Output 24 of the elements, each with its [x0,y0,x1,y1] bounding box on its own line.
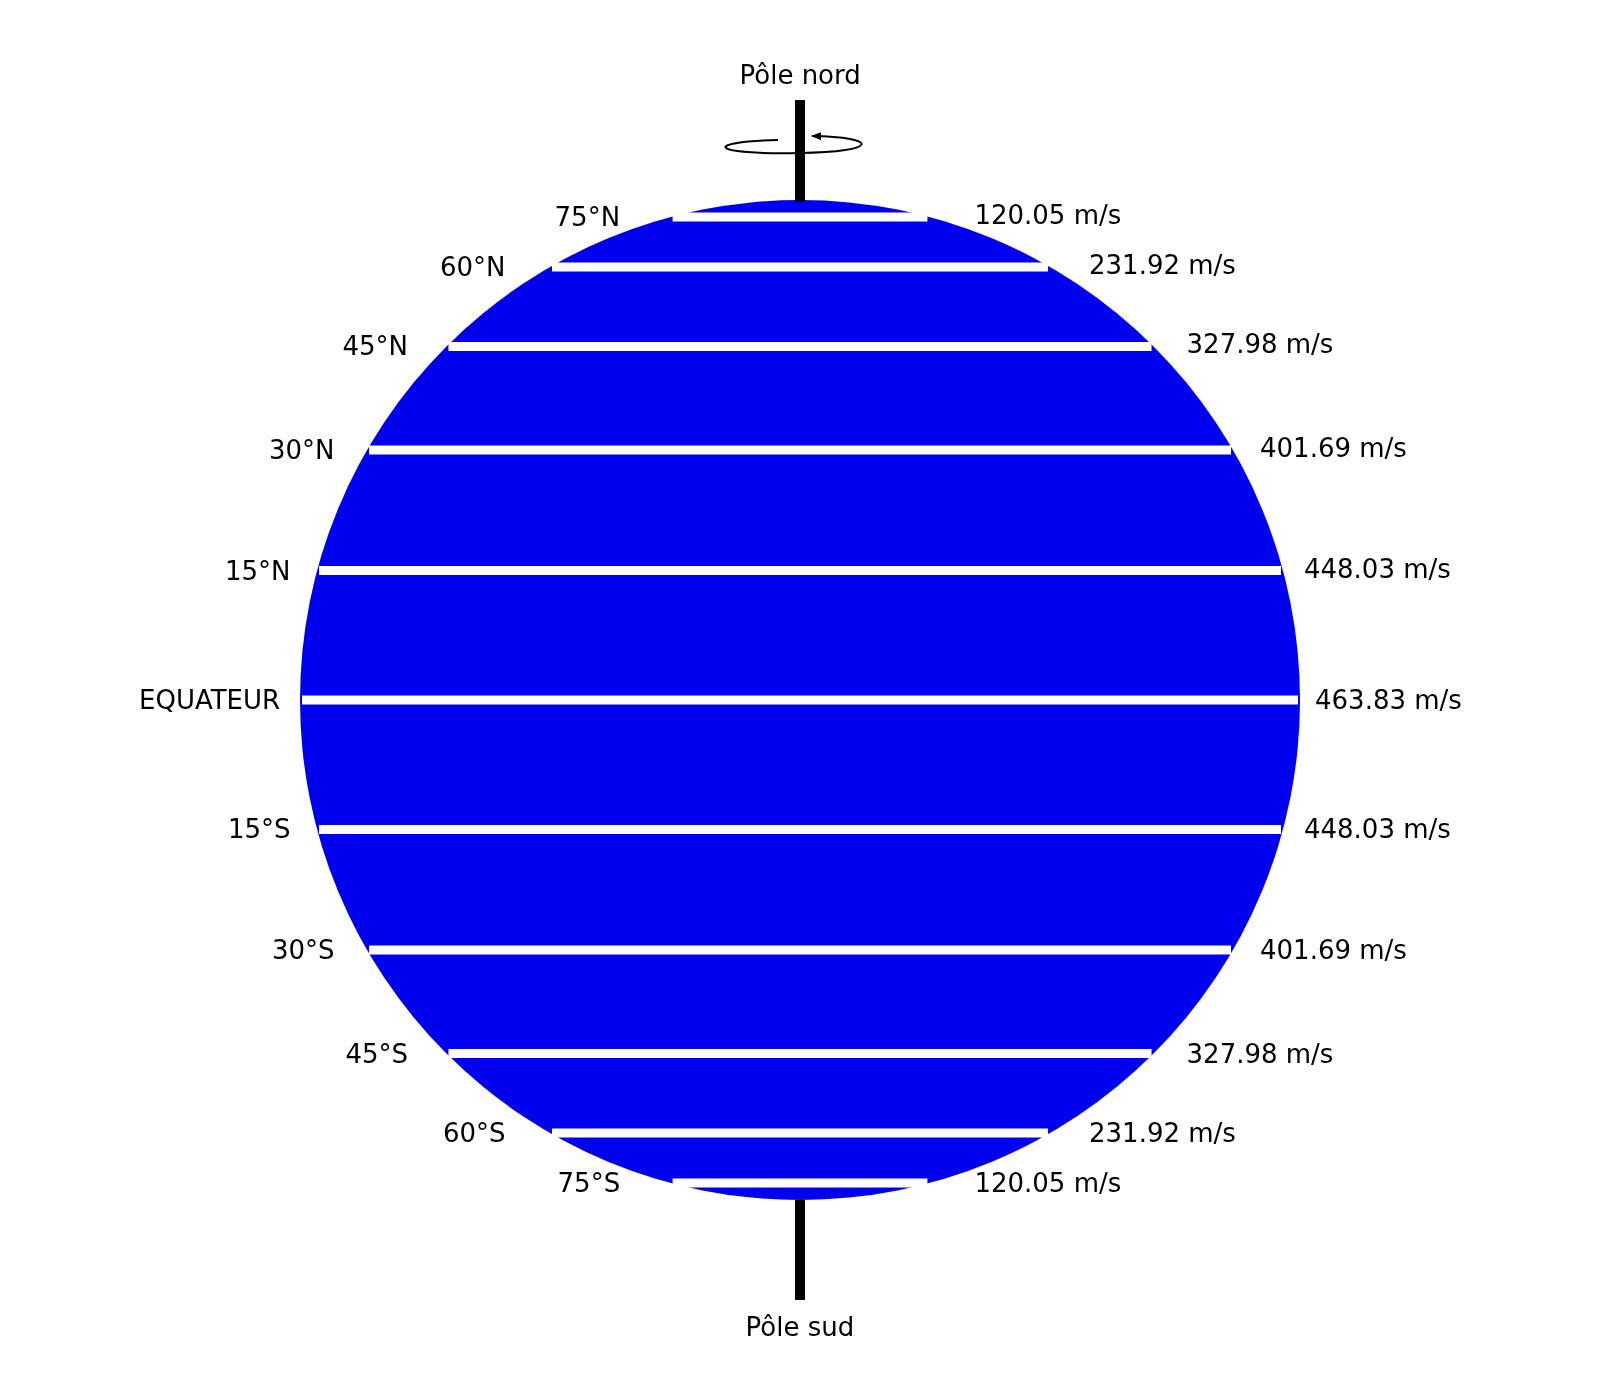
pole-label: Pôle sud [745,1312,855,1342]
speed-label: 463.83 m/s [1315,685,1462,715]
speed-label: 401.69 m/s [1260,433,1407,463]
latitude-label: 60°N [440,252,506,282]
latitude-label: 45°N [342,331,408,362]
speed-label: 401.69 m/s [1260,935,1407,965]
speed-label: 120.05 m/s [974,1167,1122,1198]
speed-label: 327.98 m/s [1186,1038,1334,1069]
latitude-label: 60°S [443,1118,506,1148]
latitude-label: 15°S [228,814,291,845]
latitude-label: 45°S [345,1038,409,1069]
latitude-label: 30°N [269,435,335,465]
speed-label: 231.92 m/s [1089,1118,1236,1148]
latitude-label: 75°N [554,202,621,233]
speed-label: 448.03 m/s [1303,814,1451,845]
latitude-label: 75°S [557,1167,621,1198]
latitude-label: 30°S [272,935,335,965]
speed-label: 120.05 m/s [974,200,1122,231]
speed-label: 327.98 m/s [1186,329,1334,360]
latitude-label: EQUATEUR [139,685,281,715]
latitude-label: 15°N [225,555,291,586]
pole-label: Pôle nord [739,60,861,90]
speed-label: 448.03 m/s [1303,553,1451,584]
speed-label: 231.92 m/s [1089,250,1236,280]
